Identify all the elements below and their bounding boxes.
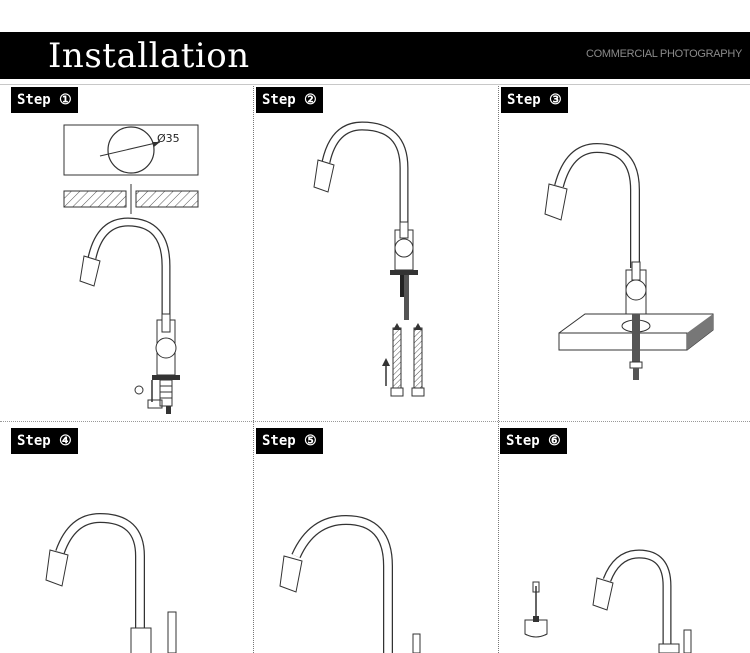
countertop-section-right [135,190,199,208]
step-4-label: Step ④ [11,428,78,454]
step-2-illustration [313,121,425,397]
hole-dimension-label: Ø35 [157,132,180,145]
countertop-top-view [63,124,199,176]
column-divider-2 [498,86,499,653]
supply-hose-right [413,327,423,389]
row-divider [0,421,750,422]
spray-head-icon [45,549,69,587]
step-6-label: Step ⑥ [500,428,567,454]
spray-head-icon [279,555,303,593]
column-divider-1 [253,86,254,653]
step-4-illustration [45,512,177,653]
step-3-illustration [544,142,714,380]
step-1-label: Step ① [11,87,78,113]
hose-weight-icon [524,619,548,638]
handle-lever [161,313,171,333]
countertop-section-left [63,190,127,208]
step-3-label: Step ③ [501,87,568,113]
header-subtitle: COMMERCIAL PHOTOGRAPHY [586,48,742,60]
rotate-arrow-icon [134,385,144,395]
step-2-label: Step ② [256,87,323,113]
header-bar: Installation COMMERCIAL PHOTOGRAPHY [0,32,750,79]
mounting-hole-icon [107,126,155,174]
spray-head-icon [592,577,614,611]
spray-head-icon [544,183,568,221]
step-5-label: Step ⑤ [256,428,323,454]
step-1-illustration: Ø35 [63,124,199,414]
spray-head-icon [79,255,101,287]
step-6-illustration [524,549,692,653]
header-rule [0,84,750,85]
handle-lever [167,611,177,653]
supply-hose-left [392,327,402,389]
page-title: Installation [48,36,250,76]
step-5-illustration [279,514,421,653]
faucet-body [130,627,152,653]
spray-head-icon [313,159,335,193]
